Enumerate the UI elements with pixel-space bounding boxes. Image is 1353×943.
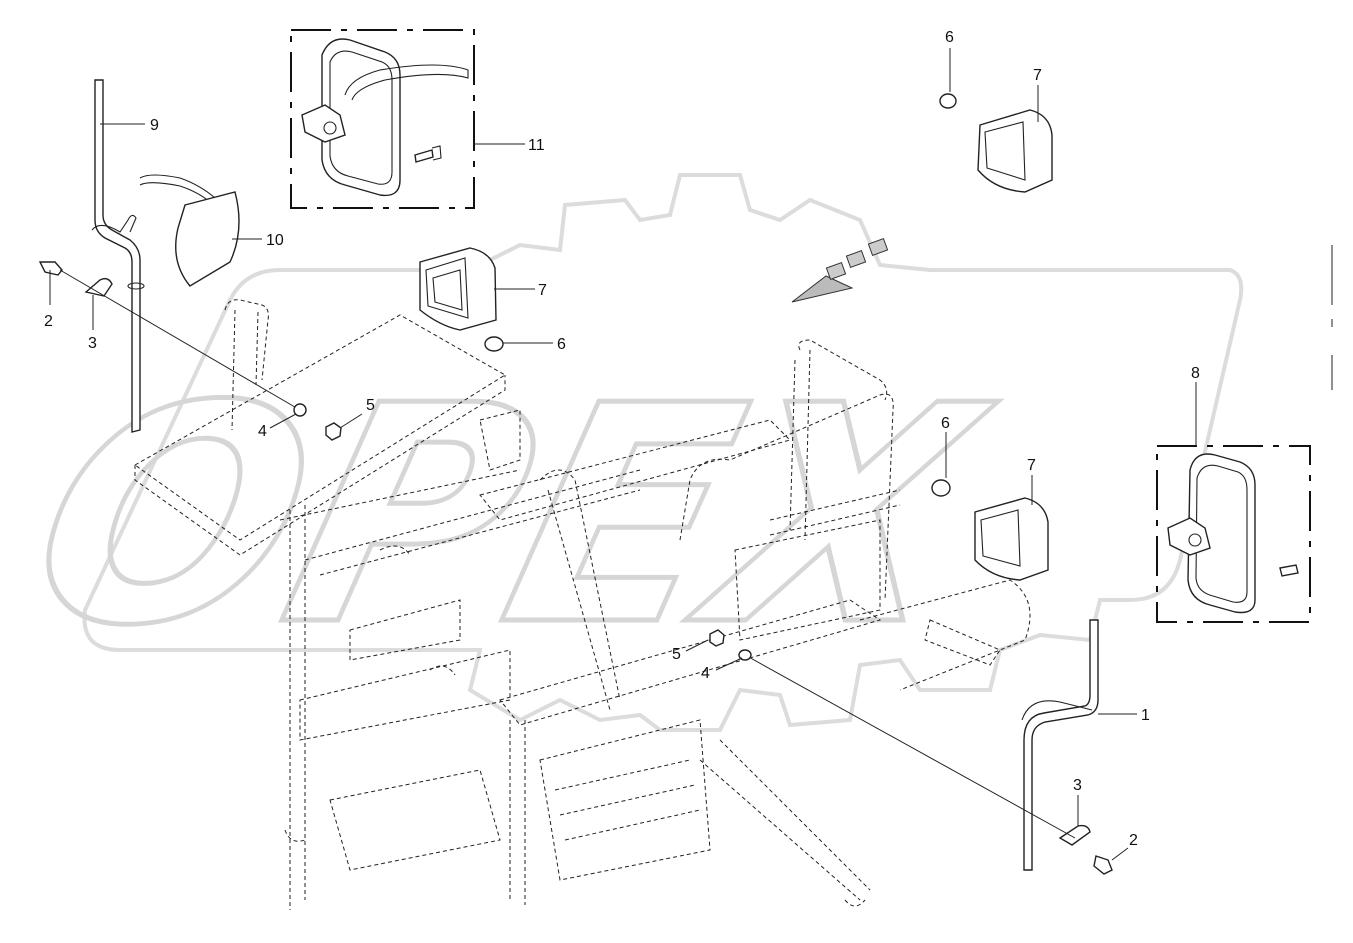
machine-frame-assembly — [134, 299, 1031, 910]
callout-3-left: 3 — [88, 335, 97, 352]
callout-7-right: 7 — [1027, 457, 1036, 474]
assembly-frame-8 — [1156, 445, 1311, 623]
grommet-6-right — [931, 479, 951, 497]
leader-lines — [49, 48, 1197, 861]
watermark-text: OPEX — [3, 341, 1014, 691]
washer-4-left — [293, 403, 307, 417]
callout-7-top-right: 7 — [1033, 67, 1042, 84]
nut-5-right — [709, 629, 725, 647]
watermark-gear — [82, 173, 1244, 732]
callout-3-right: 3 — [1073, 777, 1082, 794]
mirror-head-10 — [139, 174, 240, 287]
grommet-6-center — [484, 336, 504, 352]
nut-5-left — [325, 422, 342, 441]
callout-4-left: 4 — [258, 423, 267, 440]
callout-9: 9 — [150, 117, 159, 134]
callout-6-center: 6 — [557, 336, 566, 353]
mirror-arm-9 — [91, 79, 145, 433]
clamp-3-left — [84, 277, 113, 297]
callout-2-right: 2 — [1129, 832, 1138, 849]
left-fasteners — [38, 261, 301, 411]
callout-11: 11 — [528, 137, 545, 154]
mirror-arm-1 — [1021, 619, 1099, 871]
bolt-2-left — [38, 261, 63, 276]
callout-8: 8 — [1191, 365, 1200, 382]
clamp-3-right — [1058, 824, 1091, 846]
washer-4-right — [738, 649, 752, 661]
lamp-7-right — [974, 497, 1049, 581]
lamp-7-top-right — [977, 109, 1053, 193]
callout-10: 10 — [266, 232, 284, 249]
callout-5-right: 5 — [672, 646, 681, 663]
watermark: OPEX — [0, 173, 1244, 732]
bolt-2-right — [1093, 855, 1113, 875]
callout-4-right: 4 — [701, 665, 710, 682]
grommet-6-top-right — [939, 93, 957, 109]
lamp-7-center — [419, 247, 497, 331]
direction-arrow — [791, 237, 889, 303]
lamp-housing-11 — [321, 38, 401, 197]
callout-6-right: 6 — [941, 415, 950, 432]
callout-7-center: 7 — [538, 282, 547, 299]
callout-1: 1 — [1141, 707, 1150, 724]
work-lamp-assembly-8 — [1156, 445, 1311, 623]
assembly-frame-11 — [290, 29, 475, 209]
callout-5-left: 5 — [366, 397, 375, 414]
callout-6-top-right: 6 — [945, 29, 954, 46]
callout-labels: 9 10 11 7 6 2 3 4 5 6 7 6 7 8 5 4 1 3 2 — [44, 29, 1200, 849]
work-lamp-assembly-11 — [290, 29, 475, 209]
bolt-11 — [414, 149, 434, 163]
callout-2-left: 2 — [44, 313, 53, 330]
